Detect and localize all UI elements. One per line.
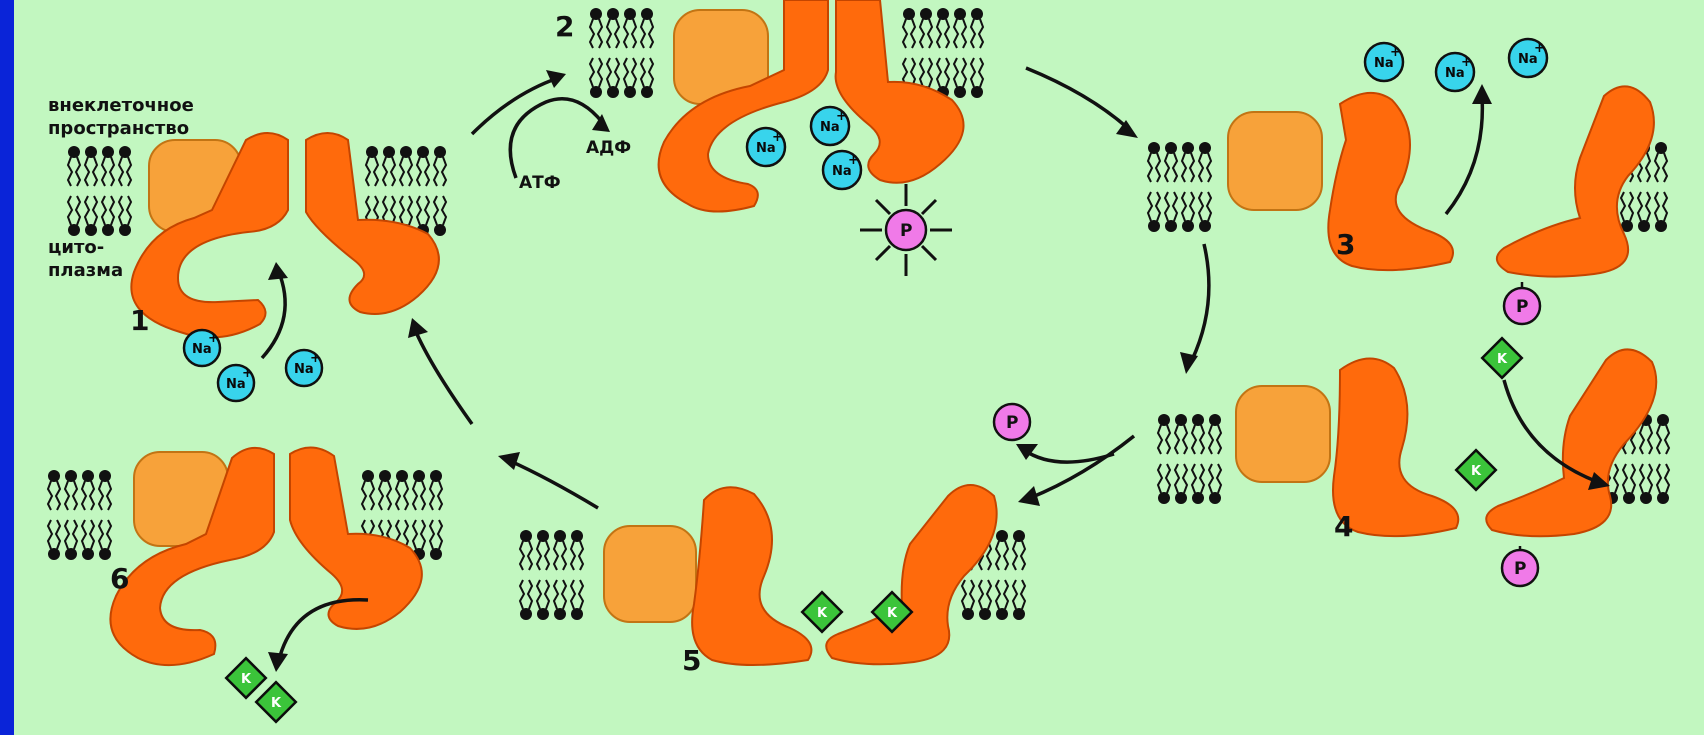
potassium-label: K bbox=[887, 606, 898, 621]
stage-3: 3 Na+ Na+ Na+ P bbox=[1148, 39, 1667, 324]
phosphate-label: P bbox=[1516, 297, 1528, 317]
membrane-left-6 bbox=[48, 470, 111, 560]
membrane-left-1 bbox=[68, 146, 131, 236]
cycle-arrow-5-6 bbox=[508, 460, 598, 508]
cycle-arrow-2-3 bbox=[1026, 68, 1130, 130]
sodium-ion: Na+ bbox=[218, 365, 254, 401]
membrane-left-2 bbox=[590, 8, 653, 98]
phosphate-label: P bbox=[900, 221, 912, 241]
potassium-label: K bbox=[817, 606, 828, 621]
sodium-ion: Na+ bbox=[1365, 43, 1403, 81]
extracellular-label-line2: пространство bbox=[48, 118, 189, 139]
stage-number-1: 1 bbox=[130, 304, 149, 337]
sodium-ion: Na+ bbox=[747, 128, 785, 166]
svg-text:+: + bbox=[1534, 41, 1545, 56]
cycle-arrow-6-1 bbox=[416, 332, 472, 424]
membrane-left-3 bbox=[1148, 142, 1211, 232]
sodium-ion: Na+ bbox=[1436, 53, 1474, 91]
cytoplasm-label-line1: цито- bbox=[48, 237, 104, 258]
svg-text:+: + bbox=[1390, 45, 1401, 60]
potassium-label: K bbox=[1497, 352, 1508, 367]
sodium-ion: Na+ bbox=[811, 107, 849, 145]
stage-4: 4 K K P bbox=[1158, 338, 1669, 586]
svg-text:+: + bbox=[1461, 55, 1472, 70]
cycle-arrow-3-4 bbox=[1192, 244, 1209, 360]
svg-text:+: + bbox=[772, 130, 783, 145]
carrier-block-4 bbox=[1236, 386, 1330, 482]
pump-right-half-4 bbox=[1486, 349, 1656, 536]
potassium-label: K bbox=[1471, 464, 1482, 479]
sodium-ion: Na+ bbox=[823, 151, 861, 189]
carrier-block-3 bbox=[1228, 112, 1322, 210]
potassium-label: K bbox=[271, 696, 282, 711]
adp-label: АДФ bbox=[586, 138, 631, 158]
potassium-label: K bbox=[241, 672, 252, 687]
sodium-exit-arrow bbox=[1446, 96, 1482, 214]
extracellular-label-line1: внеклеточное bbox=[48, 95, 194, 116]
membrane-left-4 bbox=[1158, 414, 1221, 504]
sodium-potassium-pump-diagram: внеклеточное пространство цито- плазма 1… bbox=[14, 0, 1704, 735]
stage-5: 5 K K bbox=[520, 485, 1025, 677]
membrane-left-5 bbox=[520, 530, 583, 620]
pump-left-half-5 bbox=[692, 487, 811, 665]
sodium-ion: Na+ bbox=[286, 350, 322, 386]
transition-4-5: P bbox=[994, 404, 1134, 506]
stage-number-5: 5 bbox=[682, 644, 701, 677]
phosphate-label: P bbox=[1514, 559, 1526, 579]
sodium-ion: Na+ bbox=[1509, 39, 1547, 77]
diagram-stage: внеклеточное пространство цито- плазма 1… bbox=[14, 0, 1704, 735]
stage-number-6: 6 bbox=[110, 562, 129, 595]
stage-number-2: 2 bbox=[555, 10, 574, 43]
cycle-arrow-4-5 bbox=[1030, 436, 1134, 498]
pump-right-half-5 bbox=[826, 485, 996, 664]
phosphate-burst: P bbox=[860, 184, 952, 276]
svg-text:+: + bbox=[848, 153, 859, 168]
sodium-ion: Na+ bbox=[184, 330, 220, 366]
stage-number-3: 3 bbox=[1336, 228, 1355, 261]
phosphate-label: P bbox=[1006, 413, 1018, 433]
atp-label: АТФ bbox=[519, 173, 561, 193]
cytoplasm-label-line2: плазма bbox=[48, 260, 123, 281]
arrow-head bbox=[268, 262, 288, 280]
svg-text:+: + bbox=[208, 331, 219, 346]
svg-text:+: + bbox=[242, 366, 253, 381]
svg-text:+: + bbox=[836, 109, 847, 124]
stage-number-4: 4 bbox=[1334, 510, 1353, 543]
stage-1: внеклеточное пространство цито- плазма 1… bbox=[48, 95, 446, 401]
carrier-block-5 bbox=[604, 526, 696, 622]
svg-text:+: + bbox=[310, 351, 321, 366]
transition-1-2: АТФ АДФ bbox=[472, 70, 631, 193]
stage-6: 6 K K bbox=[48, 447, 442, 721]
